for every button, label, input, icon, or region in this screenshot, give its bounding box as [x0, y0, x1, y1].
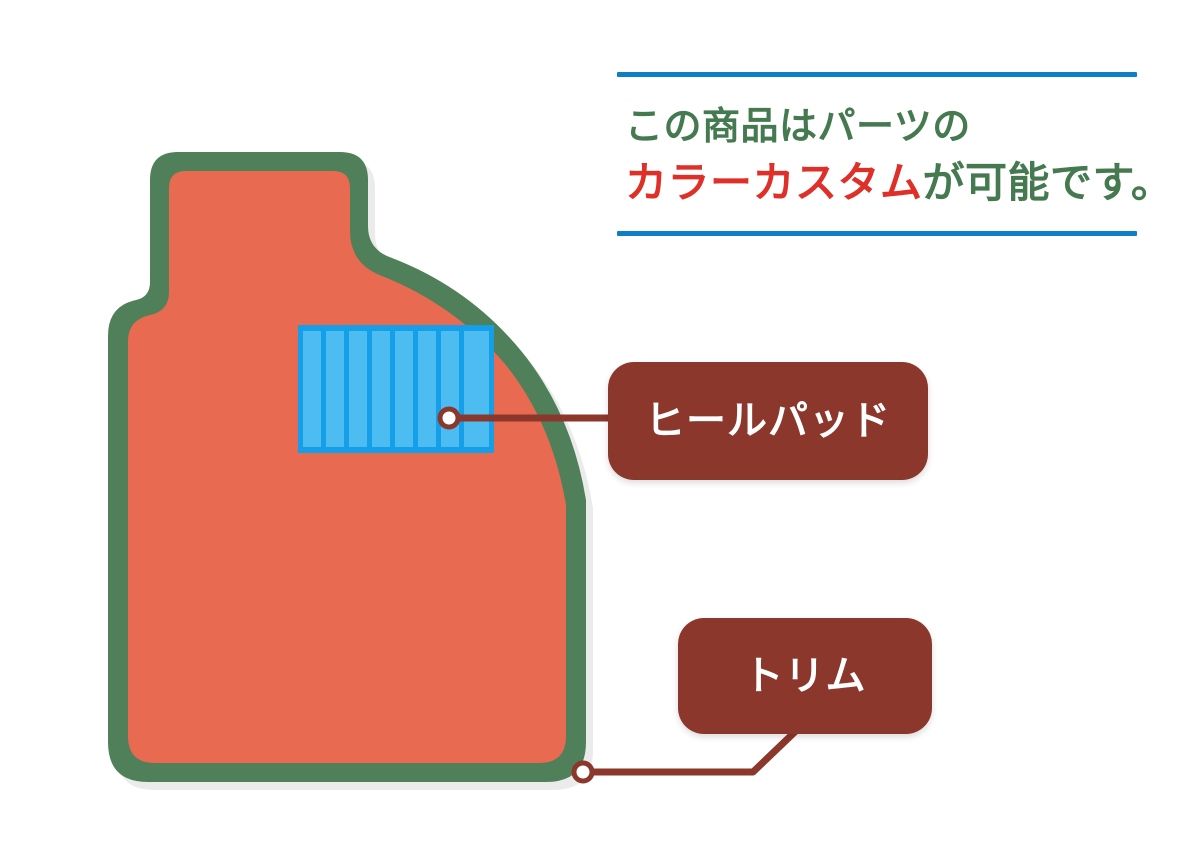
callout-trim[interactable]: トリム — [678, 618, 932, 734]
headline-text: この商品はパーツの カラーカスタムが可能です。 — [617, 77, 1173, 231]
heel-pad[interactable] — [298, 325, 494, 453]
callout-heel-pad-label: ヒールパッド — [645, 399, 891, 443]
headline-rule-top — [617, 72, 1137, 77]
headline-rule-bottom — [617, 231, 1137, 237]
trim-anchor-dot — [571, 760, 595, 784]
trim-connector — [571, 723, 804, 784]
heel-pad-connector — [437, 406, 622, 430]
mat-carpet — [128, 171, 566, 763]
callout-trim-label: トリム — [743, 654, 867, 698]
heel-pad-anchor-dot — [437, 406, 461, 430]
heel-pad-stripes — [303, 331, 489, 447]
headline-block: この商品はパーツの カラーカスタムが可能です。 — [617, 72, 1173, 237]
headline-line-2: カラーカスタムが可能です。 — [625, 156, 1173, 210]
callout-heel-pad[interactable]: ヒールパッド — [608, 362, 928, 480]
headline-line-1: この商品はパーツの — [625, 106, 971, 148]
headline-highlight: カラーカスタム — [625, 158, 923, 206]
headline-line-2-rest: が可能です。 — [922, 158, 1174, 206]
